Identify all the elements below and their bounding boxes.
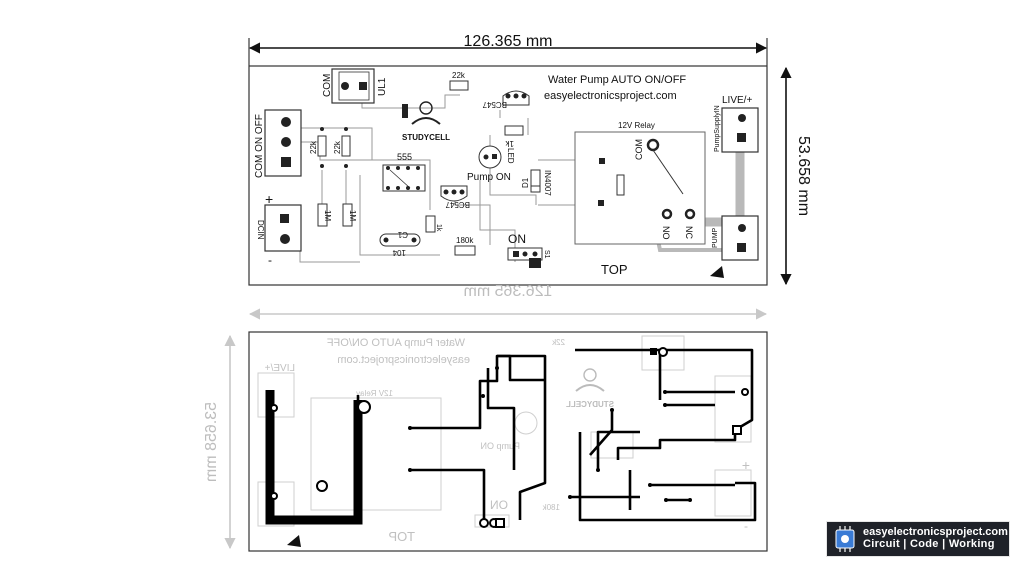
- label-22k-top: 22k: [452, 71, 466, 80]
- label-1k-led: 1k: [505, 139, 514, 148]
- board-title-top: Water Pump AUTO ON/OFF: [548, 74, 686, 86]
- label-1m-a: 1M: [323, 210, 332, 221]
- label-180k: 180k: [456, 236, 474, 245]
- label-top-bottom: TOP: [389, 529, 416, 544]
- board-title-bottom: Water Pump AUTO ON/OFF: [327, 337, 465, 349]
- logo-text-top: STUDYCELL: [402, 133, 450, 142]
- label-live: LIVE/+: [722, 95, 752, 106]
- width-dimension-bottom: 126.365 mm: [464, 283, 553, 300]
- label-in4007: IN4007: [543, 170, 552, 196]
- height-dimension-bottom: 53.658 mm: [203, 402, 220, 482]
- label-22k-bottom: 22k: [551, 338, 565, 347]
- label-bc547-b: BC547: [445, 200, 470, 209]
- label-pump-supply-in: PumpSupplyIN: [714, 105, 721, 152]
- label-1m-b: 1M: [348, 210, 357, 221]
- orientation-marker-top: [710, 266, 724, 278]
- label-bc547-a: BC547: [482, 100, 507, 109]
- label-dcin: DCIN: [256, 220, 265, 240]
- label-555: 555: [397, 152, 412, 162]
- label-plus-top: +: [265, 191, 273, 207]
- label-pump: PUMP: [712, 227, 719, 248]
- label-minus-top: -: [268, 253, 272, 267]
- label-relay-bottom: 12V Relay: [356, 389, 393, 398]
- label-minus-bottom: -: [744, 519, 748, 533]
- brand-tagline: Circuit | Code | Working: [863, 538, 995, 550]
- label-22k-a: 22k: [309, 140, 318, 154]
- board-website-bottom: easyelectronicsproject.com: [337, 354, 470, 366]
- label-pump-on: Pump ON: [467, 172, 511, 183]
- board-website-top: easyelectronicsproject.com: [544, 90, 677, 102]
- label-ul1: UL1: [377, 77, 388, 96]
- label-com-on-off: COM ON OFF: [254, 114, 265, 178]
- label-plus-bottom: +: [742, 457, 750, 473]
- label-relay-com: COM: [634, 139, 644, 160]
- label-1k-b: 1k: [435, 224, 442, 232]
- label-led: LED: [506, 148, 515, 164]
- label-104: 104: [392, 248, 406, 257]
- logo-text-bottom: STUDYCELL: [566, 400, 614, 409]
- label-22k-b: 22k: [333, 140, 342, 154]
- brand-site: easyelectronicsproject.com: [863, 526, 1008, 539]
- label-live-bottom: LIVE/+: [265, 363, 295, 374]
- bottom-layer-view: 126.365 mm 53.658 mm Water Pump AUTO ON/…: [203, 283, 768, 552]
- orientation-marker-bottom: [287, 535, 301, 547]
- label-on-top: ON: [508, 232, 526, 246]
- label-180k-bottom: 180k: [542, 503, 560, 512]
- label-on-bottom: ON: [490, 498, 508, 512]
- studycell-logo-bottom: STUDYCELL: [566, 368, 614, 409]
- label-top-view: TOP: [601, 262, 628, 277]
- label-c1: C1: [397, 230, 408, 239]
- label-relay-nc: NC: [684, 226, 694, 239]
- brand-badge: easyelectronicsproject.com Circuit | Cod…: [826, 521, 1010, 557]
- label-s1: S1: [543, 250, 550, 259]
- height-dimension: 53.658 mm: [795, 136, 812, 216]
- top-layer-view: 126.365 mm 53.658 mm: [248, 33, 812, 286]
- label-d1: D1: [521, 177, 530, 188]
- label-pump-on-bottom: Pump ON: [480, 441, 520, 451]
- width-dimension: 126.365 mm: [464, 33, 553, 50]
- label-12v-relay: 12V Relay: [618, 121, 655, 130]
- chip-icon: [835, 526, 855, 552]
- label-relay-no: NO: [661, 226, 671, 240]
- label-com: COM: [322, 74, 333, 97]
- studycell-logo-top: STUDYCELL: [402, 101, 450, 142]
